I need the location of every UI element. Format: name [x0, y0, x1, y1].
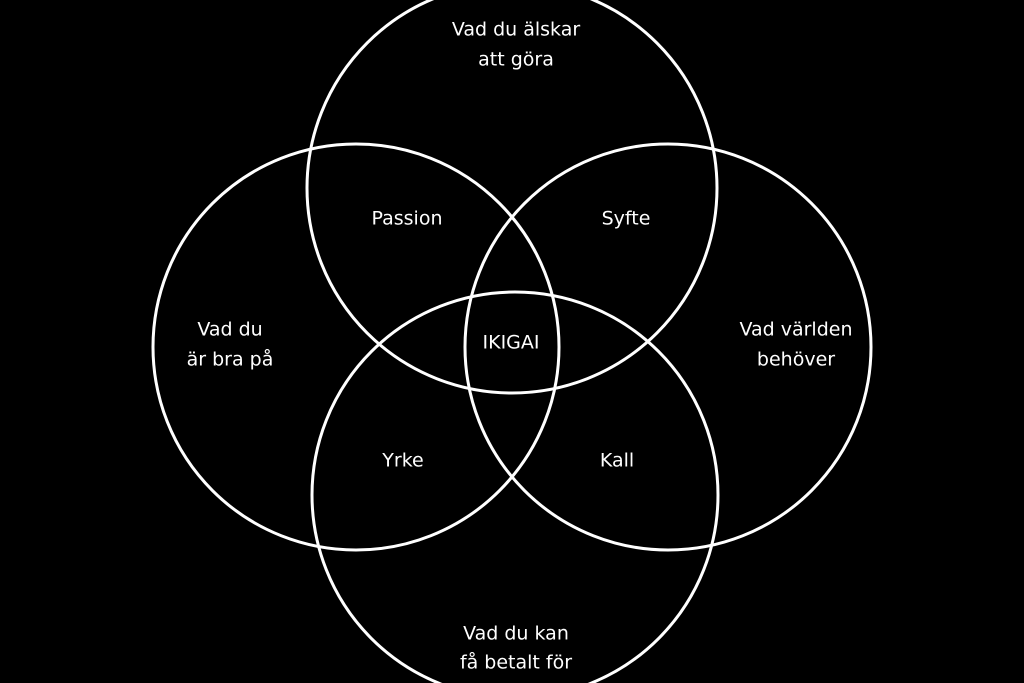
label-good-at-line2: är bra på	[187, 348, 274, 371]
circle-love	[305, 0, 719, 395]
circle-good-at	[151, 142, 561, 552]
circle-world-needs	[463, 142, 873, 552]
label-syfte: Syfte	[602, 208, 651, 230]
label-yrke: Yrke	[381, 450, 423, 472]
label-paid-for-line1: Vad du kan	[463, 623, 569, 645]
label-love-line2: att göra	[478, 49, 554, 71]
label-kall: Kall	[600, 450, 634, 472]
label-ikigai: IKIGAI	[483, 332, 540, 354]
label-world-needs-line1: Vad världen	[739, 319, 852, 341]
circle-paid-for	[310, 290, 720, 683]
label-love-line1: Vad du älskar	[452, 19, 581, 41]
label-paid-for-line2: få betalt för	[460, 651, 572, 674]
label-passion: Passion	[372, 208, 443, 230]
label-world-needs-line2: behöver	[757, 349, 835, 371]
label-good-at-line1: Vad du	[197, 319, 262, 341]
